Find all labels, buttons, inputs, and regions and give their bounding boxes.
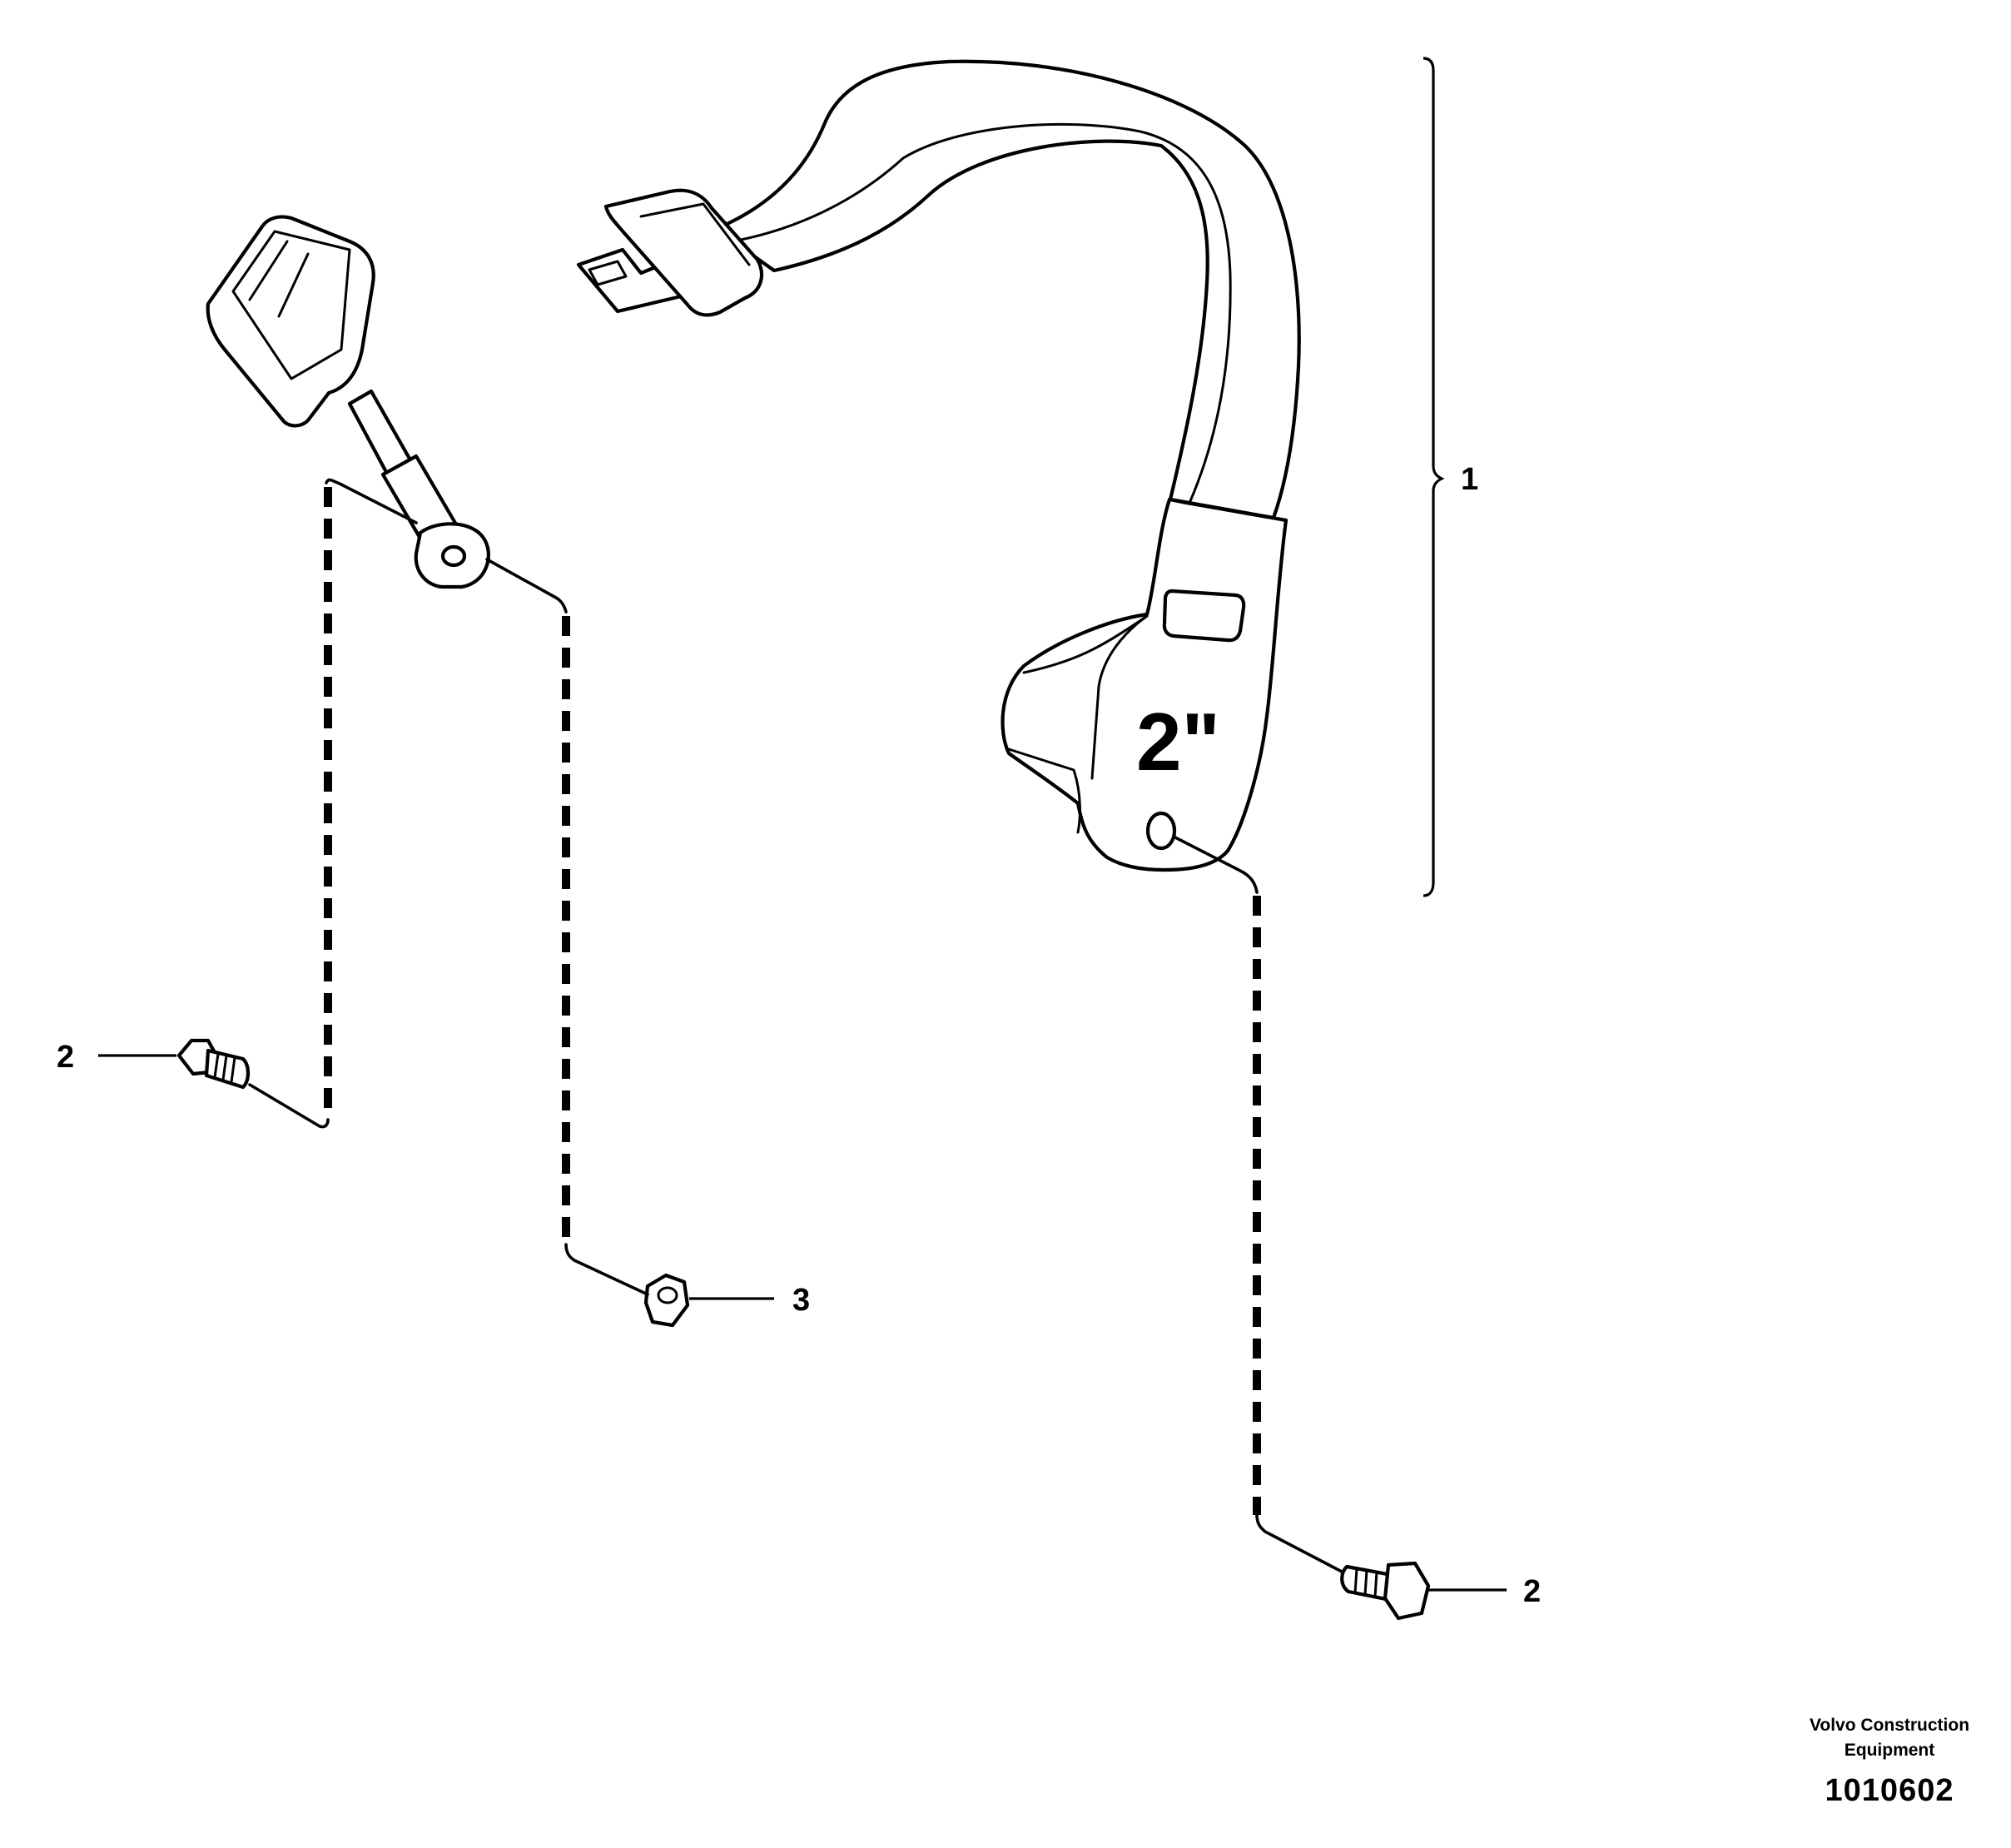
retractor-label-window [1162,589,1246,643]
belt-webbing-edge [731,122,1232,503]
bolt-left-thread [213,1052,236,1084]
lead-nut-lower [564,1243,649,1296]
buckle-stalk [206,215,490,589]
publisher-line-1: Volvo Construction [1809,1716,1970,1735]
latch-plate-slot [588,260,628,286]
lead-buckle-right-upper [485,558,568,614]
bolt-left [176,1038,251,1090]
webbing-width-label: 2" [1136,696,1220,787]
latch-plate-cover-ridge [639,202,751,266]
retractor-housing [1001,497,1289,872]
retractor-mounting-hole [1145,811,1177,851]
assembly-bracket [1423,57,1445,897]
flange-nut-bore [657,1286,678,1304]
assembly-lines [248,478,1343,1573]
buckle-release-button [231,230,351,380]
buckle-button-ridge [248,240,310,318]
flange-nut-body [643,1273,690,1328]
callout-2-left: 2 [57,1040,74,1075]
belt-webbing [713,59,1301,520]
lead-bolt-right-lower [1255,1513,1343,1573]
publisher-line-2: Equipment [1844,1741,1935,1760]
lead-bolt-left-lower [248,1083,330,1129]
latch-plate-cover [603,188,764,317]
retractor-housing-side-face [1007,748,1081,834]
buckle-anchor-hole [440,544,467,568]
figure-number: 1010602 [1825,1773,1954,1808]
retractor-housing-fold [1090,614,1149,780]
bolt-right-head [1383,1561,1431,1621]
callout-3: 3 [792,1283,810,1318]
bolt-right [1340,1561,1431,1621]
retractor-housing-front-face [1022,614,1149,674]
callout-2-right: 2 [1523,1574,1541,1609]
bolt-right-thread [1353,1567,1378,1598]
retractor-belt-assembly: 2" [576,59,1301,872]
flange-nut [643,1273,690,1328]
callout-1: 1 [1461,462,1478,497]
publisher-label: Volvo Construction Equipment [1765,1713,2011,1763]
callouts: 1 2 3 2 [57,462,1541,1609]
lead-buckle-upper [325,478,418,524]
buckle-body [206,215,375,428]
lead-retractor-upper [1172,835,1259,894]
